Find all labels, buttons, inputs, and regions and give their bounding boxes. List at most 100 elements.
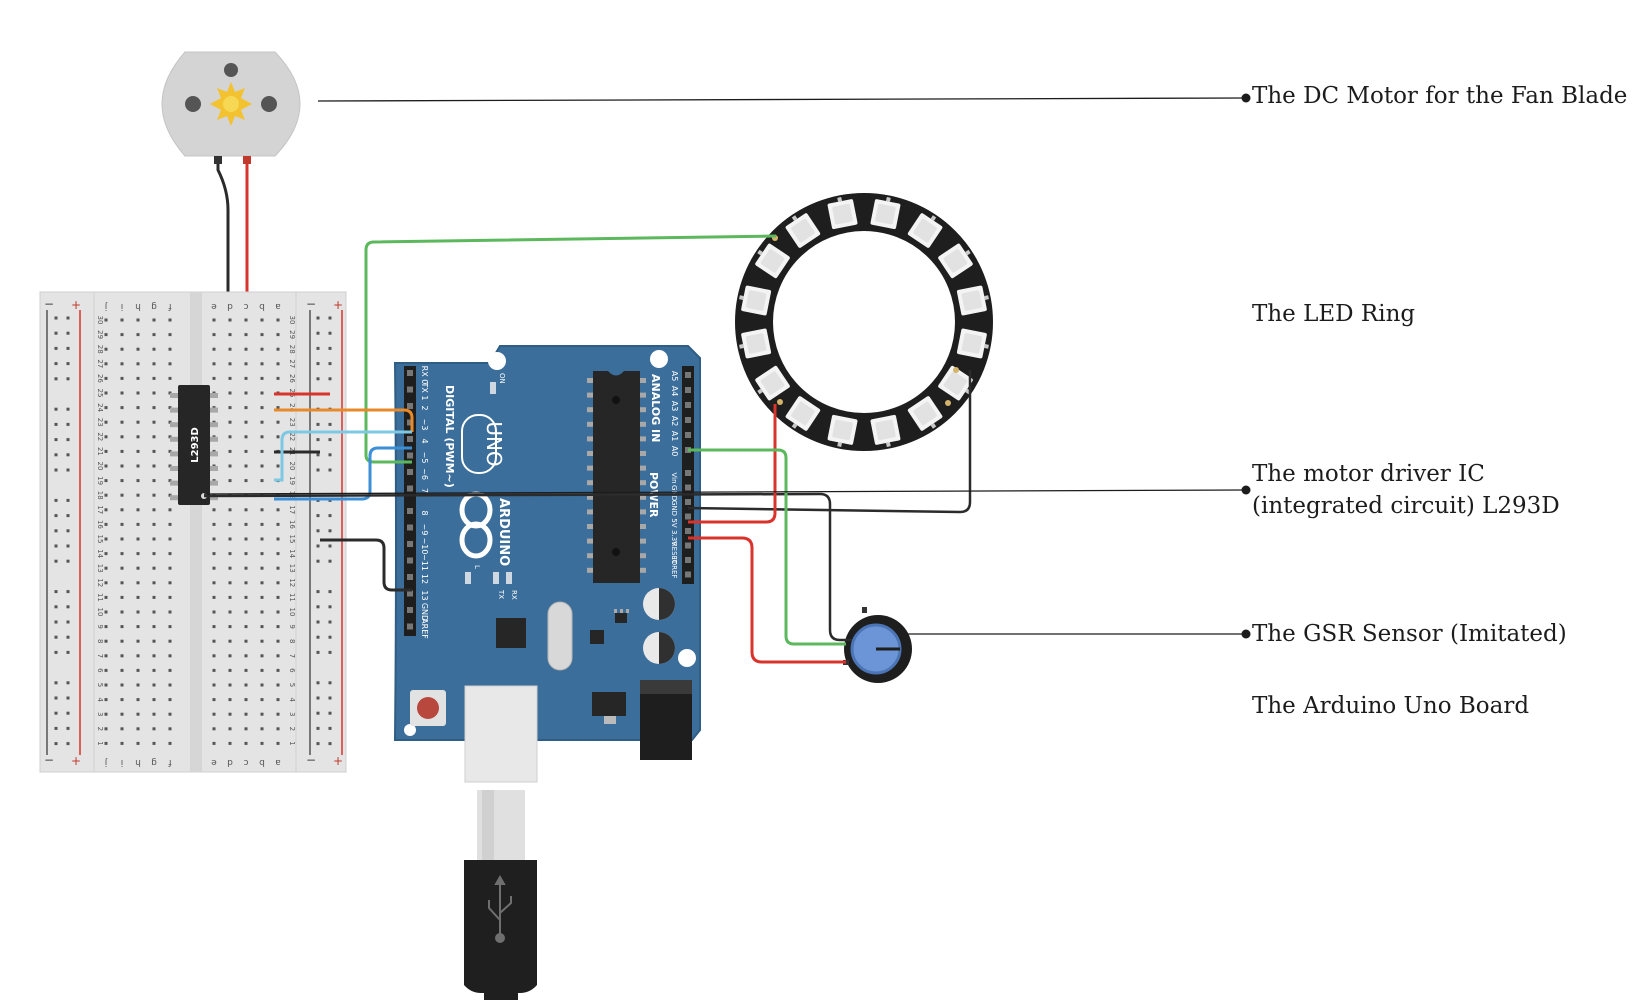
breadboard-row-number: 10	[288, 608, 296, 617]
power-pin-label: GND	[670, 500, 678, 516]
power-pin-label: GND	[670, 485, 678, 501]
breadboard-row-number: 4	[96, 697, 104, 702]
crystal-oscillator	[547, 601, 573, 671]
uno-text: UNO	[482, 421, 506, 466]
breadboard-row-number: 15	[96, 535, 104, 544]
breadboard-column-letter: h	[135, 757, 141, 767]
breadboard-row-number: 5	[288, 683, 296, 687]
breadboard-row-number: 30	[288, 316, 296, 325]
motor-black-wire	[216, 164, 230, 465]
rail-plus-bottom-right: +	[333, 754, 343, 768]
callout-gsr	[908, 629, 1251, 639]
on-led	[490, 382, 496, 394]
led-pixel	[785, 396, 821, 431]
breadboard-row-number: 28	[96, 345, 104, 354]
tx-led-label: TX	[497, 589, 505, 599]
red-wire-pot-5v	[688, 536, 846, 664]
analog-pin-label: A1	[670, 431, 679, 442]
label-arduino-uno: The Arduino Uno Board	[1252, 693, 1530, 719]
motor-shaft-gear-icon	[210, 82, 252, 126]
breadboard-row-number: 22	[288, 432, 296, 441]
uno-badge: UNO	[461, 414, 506, 474]
breadboard-row-number: 14	[288, 549, 296, 558]
breadboard-column-letter: b	[259, 757, 265, 767]
breadboard-row-number: 4	[288, 697, 296, 702]
rail-minus-bottom-left: −	[44, 753, 54, 767]
led-pixel	[739, 285, 772, 316]
led-pixel	[739, 328, 772, 359]
breadboard-row-number: 20	[288, 462, 296, 471]
breadboard-row-number: 24	[96, 403, 104, 412]
breadboard-column-letter: g	[151, 757, 157, 767]
breadboard-row-number: 6	[96, 668, 104, 673]
usb-chip	[496, 618, 526, 648]
breadboard-holes: 3030292928282727262625252424232322222121…	[54, 301, 332, 767]
power-pin-label: RESET	[670, 542, 678, 565]
rx-led-label: RX	[510, 590, 518, 600]
tx-led	[493, 572, 499, 584]
breadboard-row-number: 3	[96, 712, 104, 716]
power-pin-label: 3.3V	[670, 530, 678, 546]
l-led	[465, 572, 471, 584]
breadboard-row-number: 3	[288, 712, 296, 716]
led-pixel	[938, 365, 973, 401]
breadboard-column-letter: j	[105, 301, 109, 311]
led-pixel	[938, 243, 973, 279]
breadboard-column-letter: g	[151, 301, 157, 311]
breadboard-column-letter: i	[121, 757, 124, 767]
reset-button[interactable]	[410, 690, 446, 726]
breadboard-column-letter: f	[168, 757, 172, 767]
breadboard-column-letter: c	[243, 301, 248, 311]
breadboard-column-letter: j	[105, 757, 109, 767]
usb-icon	[488, 874, 512, 943]
voltage-regulator	[592, 692, 626, 724]
light-blue-wire	[274, 430, 412, 482]
atmega-chip	[587, 371, 646, 583]
analog-header-label: ANALOG IN	[649, 374, 662, 442]
breadboard-column-letter: h	[135, 301, 141, 311]
label-motor-driver-line1: The motor driver IC	[1252, 461, 1485, 487]
led-pixel	[827, 197, 858, 230]
breadboard-row-number: 23	[96, 418, 104, 427]
breadboard-row-number: 8	[96, 639, 104, 643]
breadboard-row-number: 23	[288, 418, 296, 427]
breadboard-row-number: 12	[288, 578, 296, 587]
digital-pin-label: ~10	[420, 538, 429, 555]
breadboard-row-number: 2	[96, 727, 104, 731]
breadboard-row-number: 27	[96, 359, 104, 368]
small-chip	[590, 630, 604, 644]
digital-pin-label: 4	[420, 438, 429, 443]
on-led-label: ON	[498, 373, 506, 384]
usb-cable	[464, 685, 538, 1000]
orange-wire	[274, 408, 414, 432]
breadboard-row-number: 15	[288, 535, 296, 544]
breadboard-row-number: 17	[96, 505, 104, 514]
digital-pin-label: ~6	[420, 468, 429, 480]
power-pin-label: Vin	[670, 472, 678, 483]
breadboard-row-number: 26	[288, 374, 296, 383]
callout-driver	[203, 485, 1251, 495]
green-wire-a0-pot	[688, 448, 846, 646]
black-wire-ring-gnd	[687, 370, 972, 514]
rail-minus-top-right: −	[306, 297, 316, 311]
led-pixel	[907, 213, 943, 248]
rail-minus-top-left: −	[44, 297, 54, 311]
led-ring	[735, 193, 993, 451]
rail-plus-top-left: +	[71, 298, 81, 312]
led-pixel	[755, 365, 790, 401]
label-led-ring: The LED Ring	[1252, 301, 1416, 327]
capacitor-1	[643, 588, 675, 620]
power-pin-label: 5V	[670, 518, 678, 527]
breadboard-row-number: 24	[288, 403, 296, 412]
breadboard-row-number: 27	[288, 359, 296, 368]
label-dc-motor: The DC Motor for the Fan Blade	[1252, 83, 1628, 109]
callout-motor	[317, 93, 1251, 103]
digital-pin-label: AREF	[420, 618, 429, 639]
black-wire-chip	[203, 492, 852, 642]
usb-b-port	[464, 685, 538, 783]
label-motor-driver-line2: (integrated circuit) L293D	[1252, 493, 1560, 519]
led-pixel	[755, 243, 790, 279]
breadboard-row-number: 19	[288, 476, 296, 485]
led-pixel	[956, 328, 989, 359]
